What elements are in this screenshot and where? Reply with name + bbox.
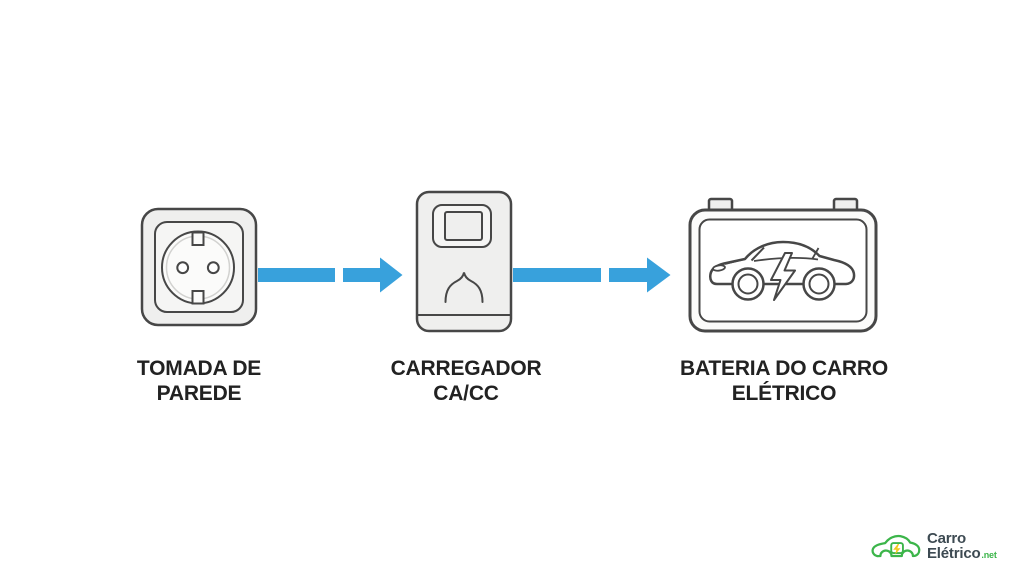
wall-outlet-label-line2: PAREDE <box>156 382 242 405</box>
wall-outlet-label-line1: TOMADA DE <box>136 357 262 380</box>
logo-lightning-bolt-icon <box>893 543 901 555</box>
lightning-bolt-icon <box>770 252 796 301</box>
charger-label-line2: CA/CC <box>433 382 499 405</box>
battery-label-line1: BATERIA DO CARRO <box>680 357 888 380</box>
car-battery-icon <box>688 197 878 333</box>
logo-text: Carro Elétrico.net <box>927 531 997 563</box>
logo-suffix: .net <box>981 550 997 560</box>
wall-outlet-label: TOMADA DE PAREDE <box>79 356 319 406</box>
electric-car-logo-icon <box>871 534 921 558</box>
logo-word-1: Carro <box>927 530 967 547</box>
electric-car-icon <box>709 240 856 301</box>
arrow-outlet-to-charger-icon <box>258 257 403 293</box>
charger-label: CARREGADOR CA/CC <box>346 356 586 406</box>
arrow-charger-to-battery-icon <box>513 257 671 293</box>
charger-icon <box>415 190 513 333</box>
battery-label: BATERIA DO CARRO ELÉTRICO <box>634 356 934 406</box>
logo-word-2: Elétrico.net <box>927 545 997 562</box>
wall-outlet-icon <box>140 207 258 327</box>
site-logo: Carro Elétrico.net <box>870 528 997 566</box>
battery-label-line2: ELÉTRICO <box>731 382 837 405</box>
charger-label-line1: CARREGADOR <box>390 357 542 380</box>
